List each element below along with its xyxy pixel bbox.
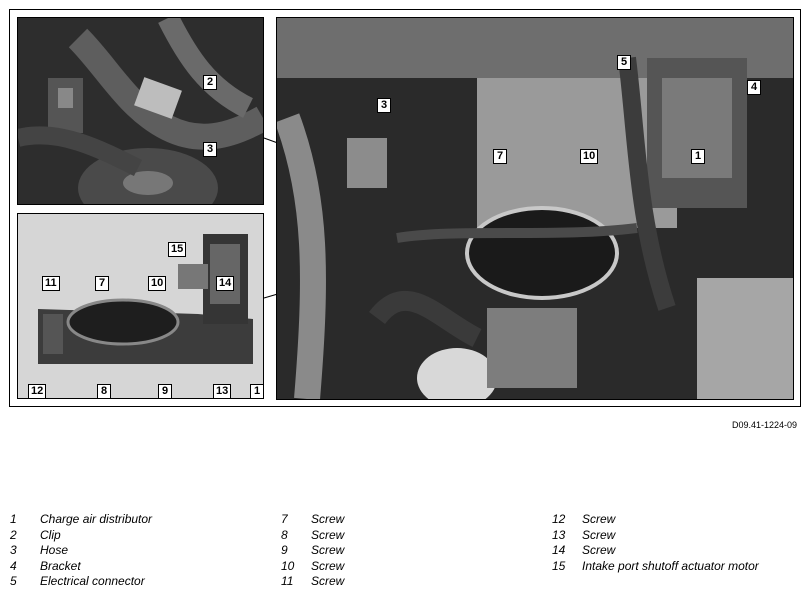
callout-8: 8 [97, 384, 111, 398]
callout-13: 13 [213, 384, 232, 398]
callout-10-main: 10 [580, 149, 599, 164]
callout-5: 5 [617, 55, 631, 70]
photo-engine-illustration [277, 18, 793, 399]
photo-hose-clip: 2 3 [17, 17, 264, 205]
callout-12: 12 [28, 384, 47, 398]
callout-3-main: 3 [377, 98, 391, 113]
callout-7: 7 [95, 276, 109, 291]
photo-distributor-illustration [18, 214, 263, 398]
callout-9: 9 [158, 384, 172, 398]
callout-10: 10 [148, 276, 167, 291]
photo-charge-air-distributor: 11 7 10 15 14 12 8 9 13 1 [17, 213, 264, 399]
diagram-figure: 2 3 11 7 10 15 14 12 8 9 13 1 [9, 9, 801, 407]
callout-1-main: 1 [691, 149, 705, 164]
callout-3: 3 [203, 142, 217, 157]
callout-1: 1 [250, 384, 263, 398]
callout-11: 11 [42, 276, 60, 291]
callout-7-main: 7 [493, 149, 507, 164]
callout-4: 4 [747, 80, 761, 95]
callout-14: 14 [216, 276, 235, 291]
photo-hose-clip-illustration [18, 18, 263, 204]
figure-reference: D09.41-1224-09 [732, 420, 798, 430]
callout-2: 2 [203, 75, 217, 90]
callout-15: 15 [168, 242, 187, 257]
photo-engine-overview: 3 5 4 7 10 1 [276, 17, 794, 400]
